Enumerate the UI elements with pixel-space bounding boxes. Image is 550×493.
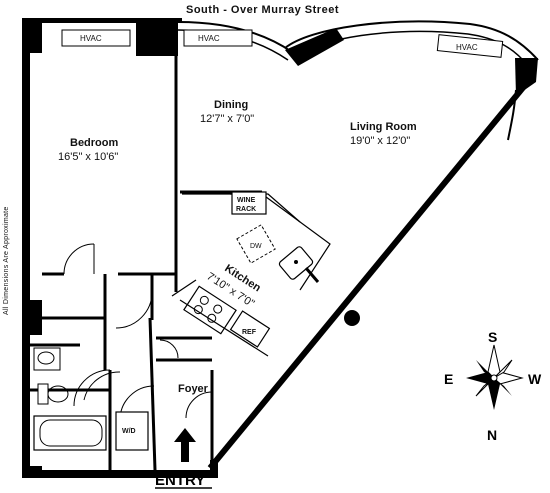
entry-label: ENTRY xyxy=(155,472,205,489)
diagonal-wall xyxy=(207,82,529,470)
door-swings xyxy=(63,243,213,421)
bathtub xyxy=(33,415,107,451)
dining-dims: 12'7" x 7'0" xyxy=(200,113,254,125)
wine-rack: WINE RACK xyxy=(231,191,267,215)
compass-w: W xyxy=(528,371,542,387)
bedroom-label: Bedroom xyxy=(70,137,119,149)
refrigerator: REF xyxy=(229,310,271,348)
dishwasher: DW xyxy=(236,224,276,264)
living-dims: 19'0" x 12'0" xyxy=(350,135,410,147)
svg-text:RACK: RACK xyxy=(236,206,256,213)
bathroom-sink xyxy=(33,347,61,371)
entry-arrow xyxy=(174,428,196,462)
window-wall-right xyxy=(284,20,539,61)
bedroom-dims: 16'5" x 10'6" xyxy=(58,151,118,163)
svg-text:WINE: WINE xyxy=(237,197,256,204)
interior-walls xyxy=(30,50,262,471)
svg-text:DW: DW xyxy=(250,243,262,250)
toilet xyxy=(37,383,69,405)
compass-e: E xyxy=(444,371,453,387)
svg-text:HVAC: HVAC xyxy=(456,43,478,52)
compass-s: S xyxy=(488,329,497,345)
kitchen-sink xyxy=(278,246,320,283)
stove xyxy=(183,285,237,335)
dining-label: Dining xyxy=(214,99,248,111)
washer-dryer: W/D xyxy=(115,411,149,451)
hvac-living: HVAC xyxy=(436,34,504,58)
living-label: Living Room xyxy=(350,121,417,133)
exterior-walls xyxy=(22,18,218,478)
window-wall-left xyxy=(177,21,293,53)
svg-text:REF: REF xyxy=(242,329,257,336)
svg-text:HVAC: HVAC xyxy=(198,34,220,43)
compass-n: N xyxy=(487,427,497,443)
street-label: South - Over Murray Street xyxy=(186,4,339,16)
svg-text:W/D: W/D xyxy=(122,428,136,435)
compass-rose xyxy=(466,344,524,410)
hvac-bedroom: HVAC xyxy=(61,29,131,47)
hvac-dining: HVAC xyxy=(183,29,253,47)
foyer-label: Foyer xyxy=(178,383,209,395)
svg-text:HVAC: HVAC xyxy=(80,34,102,43)
dimensions-note: All Dimensions Are Approximate xyxy=(3,206,10,315)
column-diagonal xyxy=(344,310,360,326)
column-top xyxy=(285,28,344,66)
